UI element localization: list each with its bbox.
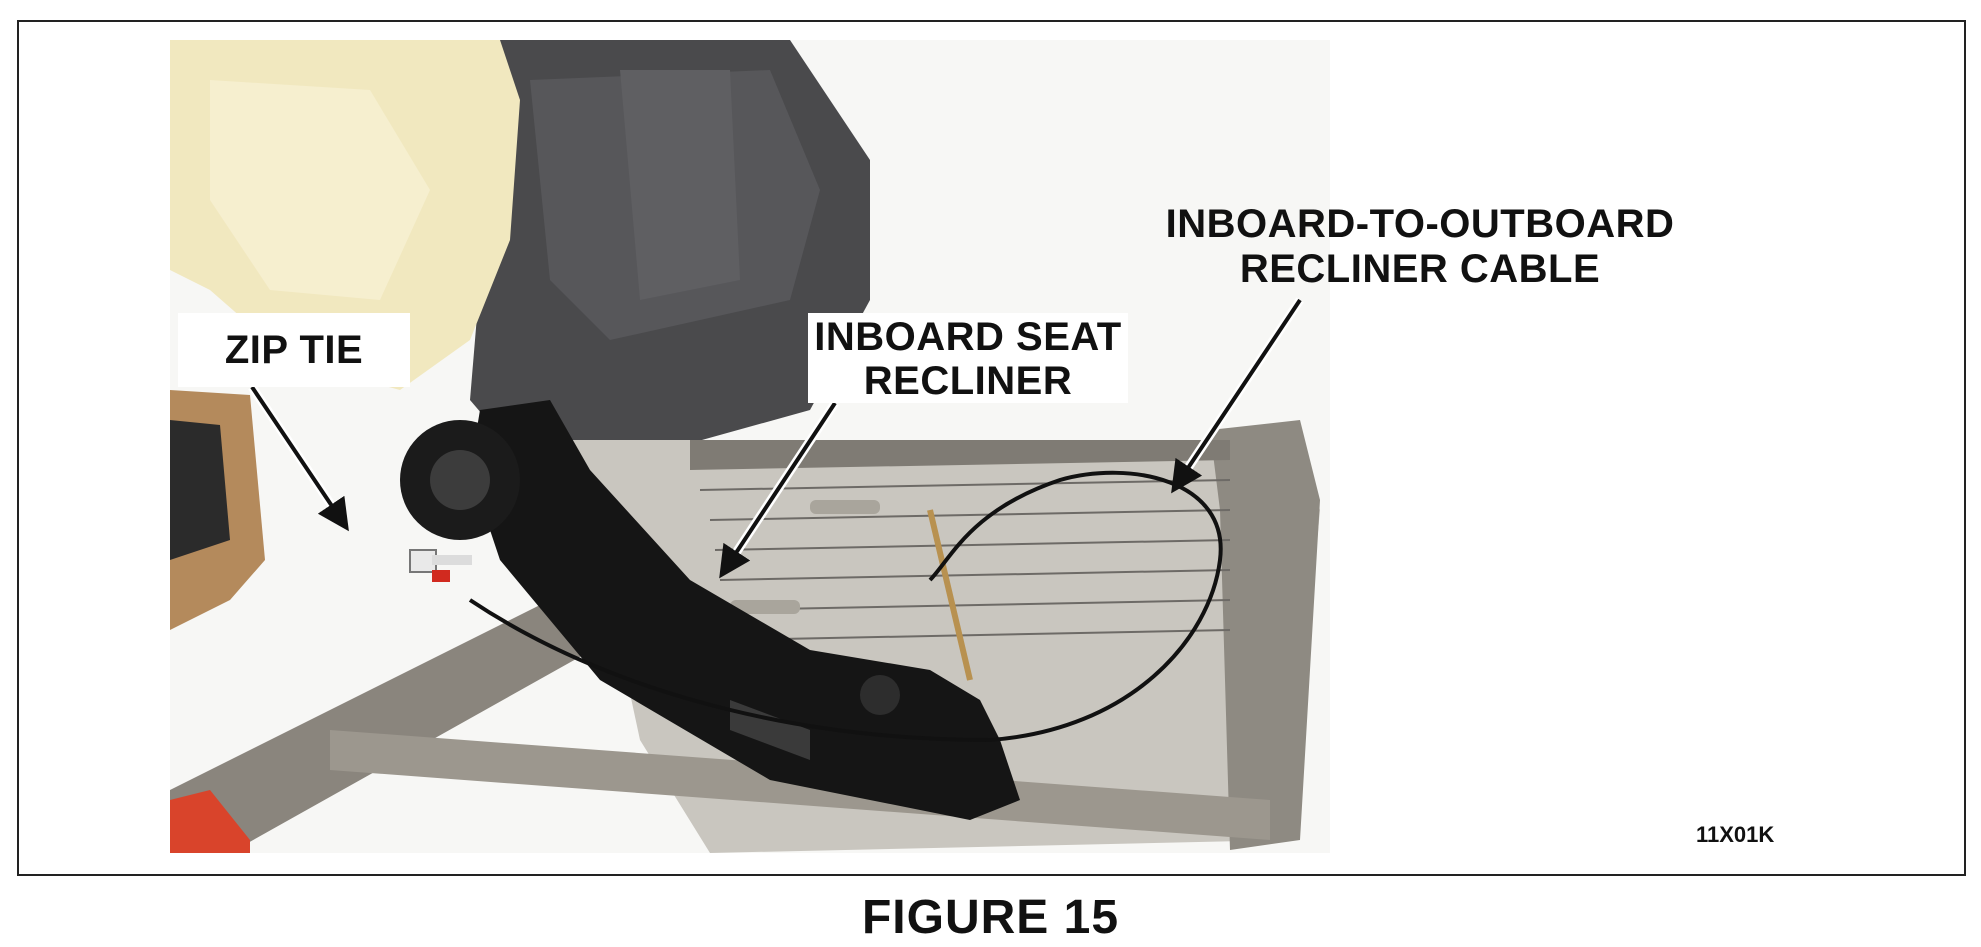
- seat-recliner-photo: [170, 40, 1330, 853]
- spring-upper: [810, 500, 880, 514]
- callout-seat-recliner-line2: RECLINER: [863, 359, 1073, 403]
- callout-cable-line2: RECLINER CABLE: [1239, 247, 1601, 291]
- reference-code: 11X01K: [1696, 822, 1775, 847]
- photo-illustration: [170, 40, 1330, 853]
- dark-panel: [170, 420, 230, 560]
- red-connector: [432, 570, 450, 582]
- seat-back-panel: [620, 70, 740, 300]
- callout-cable-line1: INBOARD-TO-OUTBOARD: [1165, 202, 1675, 246]
- recliner-bracket: [470, 400, 1020, 820]
- zip-tie-tail: [432, 555, 472, 565]
- outboard-frame-rail: [1210, 420, 1320, 850]
- callout-zip-tie: ZIP TIE: [178, 313, 410, 387]
- front-cross-bar: [170, 600, 610, 853]
- recliner-hub: [430, 450, 490, 510]
- seat-foam-highlight: [210, 80, 430, 300]
- recliner-cable: [468, 470, 1223, 743]
- red-tool: [170, 790, 250, 853]
- callout-recliner-cable: INBOARD-TO-OUTBOARD RECLINER CABLE: [1140, 202, 1700, 297]
- callout-seat-recliner-line1: INBOARD SEAT: [814, 315, 1122, 359]
- spring-lower: [730, 600, 800, 614]
- wooden-rod: [927, 509, 973, 681]
- figure-caption: FIGURE 15: [861, 891, 1120, 944]
- bracket-bolt: [860, 675, 900, 715]
- callout-inboard-seat-recliner: INBOARD SEAT RECLINER: [808, 313, 1128, 403]
- callout-zip-tie-label: ZIP TIE: [224, 328, 364, 372]
